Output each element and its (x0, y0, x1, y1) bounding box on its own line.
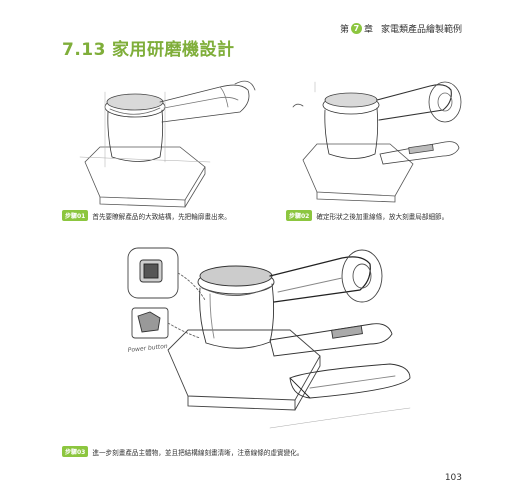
step-1-text: 首先要瞭解產品的大致結構，先把輪廓畫出來。 (92, 212, 231, 221)
step-3-caption: 步驟03 進一步刻畫產品主體物，並且把結構線刻畫清晰，注意線條的虛實變化。 (62, 446, 303, 457)
step-3-badge: 步驟03 (62, 446, 89, 457)
chapter-header: 第 7 章 家電類產品繪製範例 (340, 22, 462, 35)
step-2-text: 確定形狀之後加重線條，放大刻畫局部細節。 (316, 212, 449, 221)
chapter-suffix: 章 (363, 25, 373, 35)
step-3-text: 進一步刻畫產品主體物，並且把結構線刻畫清晰，注意線條的虛實變化。 (92, 448, 304, 457)
chapter-title: 家電類產品繪製範例 (380, 25, 462, 35)
sketch-step-2 (285, 62, 475, 212)
step-1-badge: 步驟01 (62, 210, 89, 221)
chapter-number-badge: 7 (350, 23, 362, 34)
section-number: 7.13 (62, 40, 106, 60)
section-title-text: 家用研磨機設計 (111, 40, 235, 60)
step-2-badge: 步驟02 (286, 210, 313, 221)
power-button-annotation: Power button (127, 343, 168, 354)
step-1-caption: 步驟01 首先要瞭解產品的大致結構，先把輪廓畫出來。 (62, 210, 231, 221)
step-2-caption: 步驟02 確定形狀之後加重線條，放大刻畫局部細節。 (286, 210, 448, 221)
page-number: 103 (444, 473, 462, 483)
chapter-prefix: 第 (339, 25, 349, 35)
sketch-step-1 (60, 62, 260, 212)
sketch-step-3: Power button (110, 238, 430, 438)
